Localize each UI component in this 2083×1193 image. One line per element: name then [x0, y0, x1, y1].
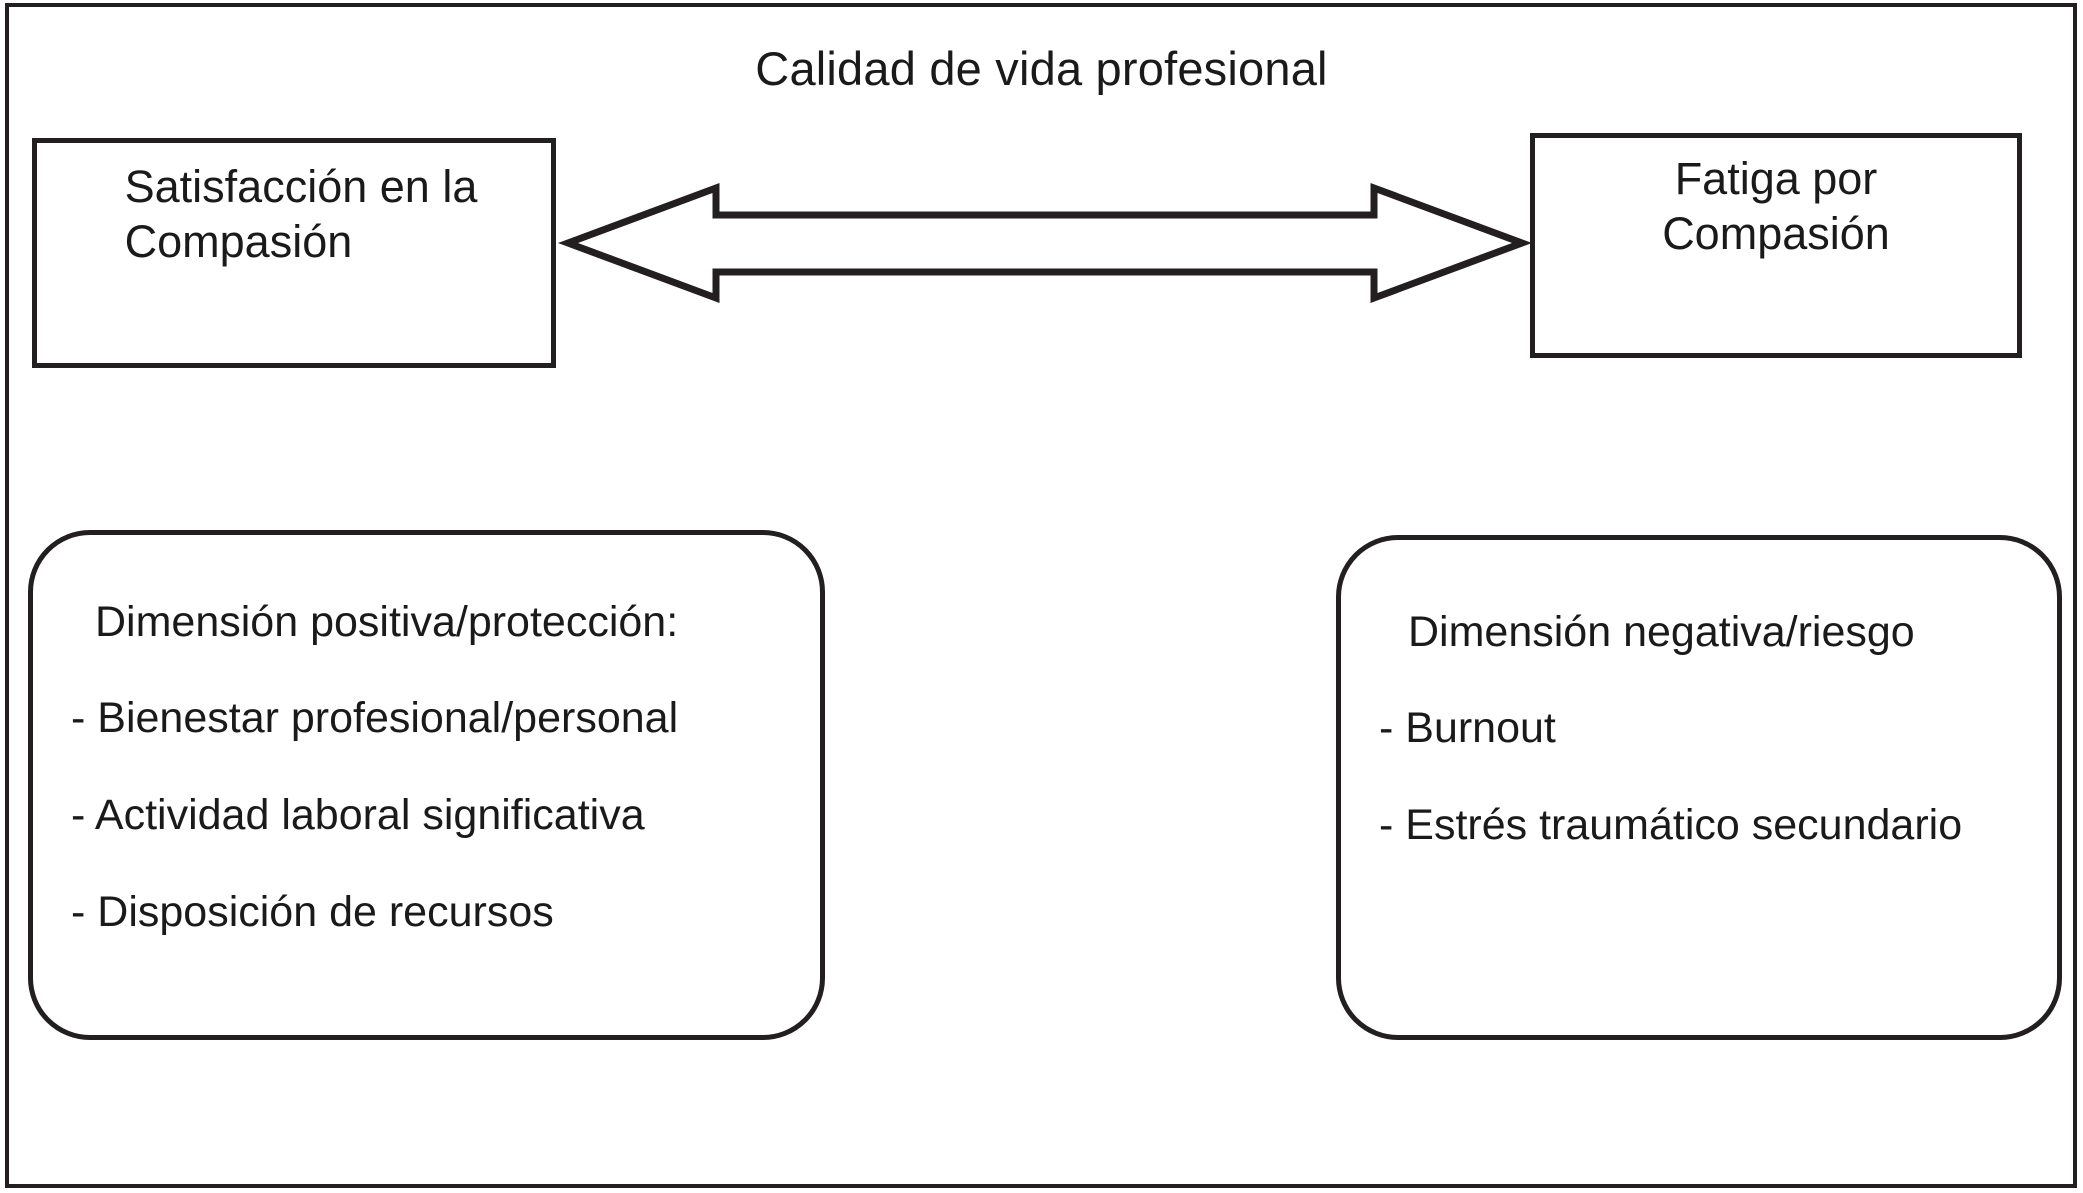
node-fatiga-label: Fatiga por Compasión: [1662, 153, 1890, 260]
double-headed-arrow-svg: [557, 182, 1533, 304]
node-satisfaccion-compasion: Satisfacción en la Compasión: [32, 138, 556, 368]
figure-title: Calidad de vida profesional: [755, 42, 1328, 95]
arrow-outline-shape: [557, 182, 1533, 304]
list-item: - Burnout: [1379, 704, 1556, 752]
double-headed-arrow-icon: [557, 180, 1533, 308]
node-dimension-negativa-heading: Dimensión negativa/riesgo: [1408, 608, 1915, 656]
list-item: - Actividad laboral significativa: [71, 791, 645, 839]
node-satisfaccion-label: Satisfacción en la Compasión: [124, 161, 478, 268]
list-item: - Bienestar profesional/personal: [71, 694, 679, 742]
node-fatiga-compasion: Fatiga por Compasión: [1530, 133, 2022, 358]
node-dimension-negativa: Dimensión negativa/riesgo - Burnout - Es…: [1336, 535, 2062, 1040]
positive-bullet-list: - Bienestar profesional/personal - Activ…: [71, 697, 678, 988]
node-dimension-positiva-heading: Dimensión positiva/protección:: [95, 598, 679, 646]
list-item: - Disposición de recursos: [71, 888, 554, 936]
negative-bullet-list: - Burnout - Estrés traumático secundario: [1379, 707, 1962, 901]
node-dimension-positiva: Dimensión positiva/protección: - Bienest…: [28, 530, 825, 1040]
list-item: - Estrés traumático secundario: [1379, 801, 1963, 849]
figure-border: [5, 3, 2077, 1188]
